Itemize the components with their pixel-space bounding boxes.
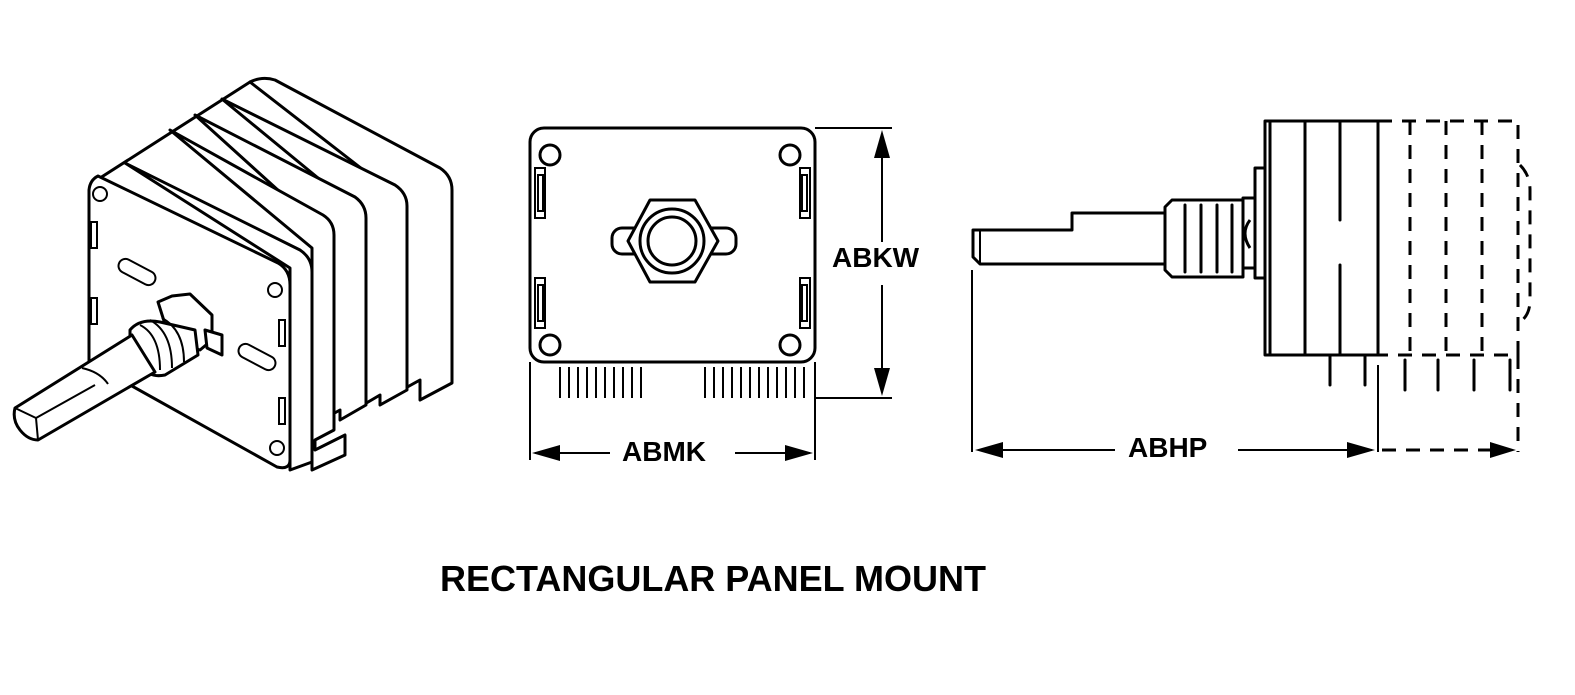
dimension-label-length: ABHP — [1124, 432, 1212, 464]
plate-4 — [220, 97, 409, 407]
mount-hole — [92, 186, 108, 202]
plate-5 — [248, 76, 454, 402]
arrow-head — [874, 130, 890, 158]
front-view — [528, 126, 892, 461]
arrow-head — [874, 368, 890, 396]
arrow-head — [1490, 442, 1516, 458]
shaft — [971, 211, 1167, 266]
mount-hole — [778, 333, 802, 357]
slot — [117, 257, 157, 287]
dimension-label-width: ABMK — [618, 436, 710, 468]
plate-2 — [168, 128, 347, 472]
mount-hole — [269, 440, 285, 456]
mount-hole — [778, 143, 802, 167]
isometric-view — [12, 76, 454, 472]
plate-1 — [123, 161, 314, 472]
mount-hole — [538, 143, 562, 167]
side-view — [971, 119, 1532, 458]
arrow-head — [1347, 442, 1375, 458]
slot — [237, 342, 277, 372]
arrow-head — [785, 445, 813, 461]
dimension-label-height: ABKW — [828, 242, 924, 274]
switch-body — [1263, 119, 1380, 357]
mount-hole — [267, 282, 283, 298]
drawing-title: RECTANGULAR PANEL MOUNT — [440, 558, 986, 599]
terminal-pins — [559, 367, 805, 398]
mount-hole — [538, 333, 562, 357]
arrow-head — [975, 442, 1003, 458]
arrow-head — [532, 445, 560, 461]
